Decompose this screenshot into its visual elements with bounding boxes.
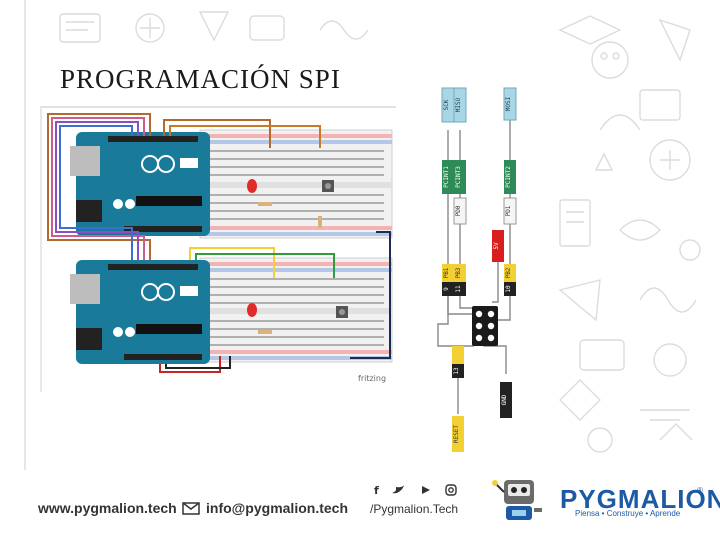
pin-label-miso: MISO: [455, 97, 462, 112]
social-icons: f: [374, 484, 457, 497]
pin-label-pcint3: PCINT3: [455, 166, 462, 188]
brand-tagline: Piensa • Construye • Aprende: [575, 509, 681, 518]
pin-label-pcint1: PCINT1: [443, 166, 450, 188]
push-button-icon: [322, 180, 348, 318]
pin-label-pb3: PB3: [455, 267, 462, 278]
facebook-icon: f: [374, 484, 379, 497]
mail-icon: [182, 502, 200, 515]
breadboard-bottom: [199, 257, 393, 363]
resistor-icon: [258, 202, 322, 334]
brand-logo: PYGMALION: [560, 484, 720, 514]
content-top-rule: [40, 106, 396, 108]
pin-label-pb2: PB2: [505, 267, 512, 278]
instagram-icon: [445, 484, 457, 496]
social-handle[interactable]: /Pygmalion.Tech: [370, 502, 459, 516]
pin-label-pd1: PD1: [505, 205, 512, 216]
brand-registered-mark: ®: [697, 486, 703, 495]
pin-label-5v: 5V: [493, 242, 500, 250]
pin-label-13: 13: [453, 367, 460, 375]
pin-label-9: 9: [443, 287, 450, 291]
pin-label-11: 11: [455, 285, 462, 293]
youtube-icon: [422, 486, 430, 494]
pin-label-mosi: MOSI: [505, 96, 512, 111]
spi-pinout-diagram: SCK MISO MOSI PCINT1 PCINT3 PCINT2 PD0 P…: [437, 87, 517, 452]
breadboard-top: [199, 129, 393, 239]
pin-label-gnd: GND: [501, 394, 508, 405]
pin-label-reset: RESET: [453, 425, 460, 443]
icsp-header: [472, 306, 498, 346]
twitter-icon: [392, 485, 404, 494]
slide-title: PROGRAMACIÓN SPI: [60, 64, 341, 94]
arduino-board-top: [70, 132, 210, 236]
pin-label-pb1: PB1: [443, 267, 450, 278]
circuit-diagram: [47, 113, 393, 373]
content-left-rule: [40, 106, 42, 392]
led-icon: [247, 179, 257, 317]
pin-label-sck: SCK: [443, 99, 450, 110]
pin-label-10: 10: [505, 285, 512, 293]
left-divider: [24, 0, 26, 470]
email-link[interactable]: info@pygmalion.tech: [206, 500, 348, 516]
website-link[interactable]: www.pygmalion.tech: [38, 500, 177, 516]
pin-label-pcint2: PCINT2: [505, 166, 512, 188]
fritzing-credit: fritzing: [358, 374, 387, 383]
robot-mascot-icon: [492, 480, 542, 520]
pin-label-pd0: PD0: [455, 205, 462, 216]
arduino-board-bottom: [70, 260, 210, 364]
